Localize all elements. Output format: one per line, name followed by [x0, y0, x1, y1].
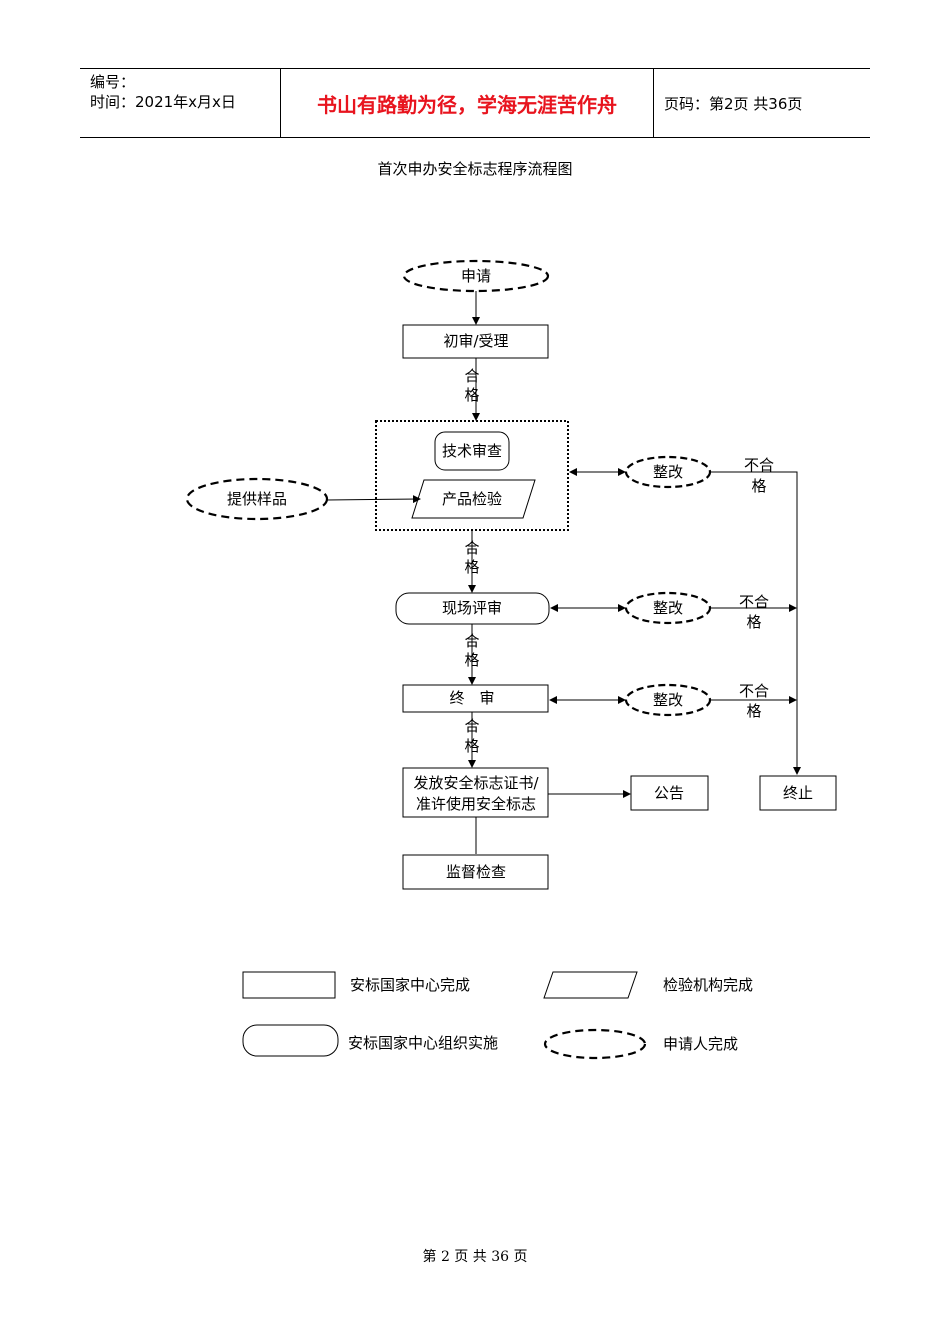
legend-center-organize: 安标国家中心组织实施 — [348, 1034, 498, 1052]
doc-time-label: 时间：2021年x月x日 — [90, 93, 236, 111]
node-rectify-3-label: 整改 — [653, 691, 683, 709]
node-product-test-label: 产品检验 — [442, 490, 502, 508]
fail-label-3a: 不合 — [739, 682, 769, 700]
pass-label-4a: 合 — [464, 717, 479, 735]
fail-label-1a: 不合 — [744, 456, 774, 474]
node-issue-line1: 发放安全标志证书/ — [413, 774, 539, 792]
pass-label-1b: 格 — [464, 386, 479, 404]
pass-label-4b: 格 — [464, 737, 479, 755]
node-supervision: 监督检查 — [402, 854, 549, 890]
legend-center-complete: 安标国家中心完成 — [350, 976, 470, 994]
node-final-review-label: 终 审 — [449, 689, 494, 707]
pass-label-3a: 合 — [464, 632, 479, 650]
header-page-info: 页码：第2页 共36页 — [664, 94, 803, 113]
legend-parallelogram-swatch — [543, 971, 638, 999]
pass-label-2a: 合 — [464, 539, 479, 557]
node-rectify-2: 整改 — [624, 591, 712, 625]
node-onsite-review: 现场评审 — [395, 592, 550, 625]
fail-label-2a: 不合 — [739, 593, 769, 611]
node-provide-samples: 提供样品 — [185, 477, 329, 521]
node-onsite-review-label: 现场评审 — [442, 599, 502, 617]
pass-label-1a: 合 — [464, 367, 479, 385]
legend-dashed-ellipse-swatch — [543, 1028, 647, 1060]
node-product-test: 产品检验 — [411, 479, 536, 519]
doc-number-label: 编号： — [90, 73, 136, 91]
technical-group-box — [375, 420, 569, 531]
header-page-cell: 页码：第2页 共36页 — [654, 69, 870, 137]
pass-label-2b: 格 — [464, 558, 479, 576]
page-title: 首次申办安全标志程序流程图 — [377, 160, 573, 178]
page-footer: 第 2 页 共 36 页 — [422, 1249, 528, 1265]
node-rectify-1-label: 整改 — [653, 463, 683, 481]
legend-rect-swatch — [242, 971, 336, 999]
node-provide-samples-label: 提供样品 — [227, 490, 287, 508]
fail-label-1b: 格 — [751, 477, 766, 495]
node-supervision-label: 监督检查 — [446, 863, 506, 881]
node-tech-review: 技术审查 — [434, 431, 510, 471]
node-terminate-label: 终止 — [783, 784, 813, 802]
node-tech-review-label: 技术审查 — [442, 442, 502, 460]
node-initial-review-label: 初审/受理 — [443, 332, 508, 350]
node-rectify-3: 整改 — [624, 683, 712, 717]
node-rectify-2-label: 整改 — [653, 599, 683, 617]
node-terminate: 终止 — [759, 775, 837, 811]
legend-rounded-swatch — [242, 1024, 339, 1057]
header-motto: 书山有路勤为径，学海无涯苦作舟 — [317, 92, 617, 117]
node-announcement: 公告 — [630, 775, 709, 811]
node-issue-line2: 准许使用安全标志 — [416, 795, 536, 813]
pass-label-3b: 格 — [464, 651, 479, 669]
fail-label-2b: 格 — [746, 613, 761, 631]
node-rectify-1: 整改 — [624, 455, 712, 489]
legend-applicant-complete: 申请人完成 — [663, 1035, 738, 1053]
fail-label-3b: 格 — [746, 702, 761, 720]
node-issue-certificate: 发放安全标志证书/ 准许使用安全标志 — [402, 767, 549, 818]
legend-lab-complete: 检验机构完成 — [663, 976, 753, 994]
node-apply-label: 申请 — [461, 267, 491, 285]
arrow-samples-to-test — [326, 495, 421, 504]
node-announcement-label: 公告 — [654, 784, 684, 802]
header-motto-cell: 书山有路勤为径，学海无涯苦作舟 — [281, 69, 654, 137]
node-final-review: 终 审 — [402, 684, 549, 713]
arrow-fail-to-terminate — [710, 471, 801, 775]
node-initial-review: 初审/受理 — [402, 324, 549, 359]
document-header: 编号： 时间：2021年x月x日 书山有路勤为径，学海无涯苦作舟 页码：第2页 … — [80, 68, 870, 138]
header-info-cell: 编号： 时间：2021年x月x日 — [80, 69, 281, 137]
legend: 安标国家中心完成 检验机构完成 安标国家中心组织实施 申请人完成 — [242, 971, 753, 1060]
node-apply: 申请 — [402, 259, 550, 293]
